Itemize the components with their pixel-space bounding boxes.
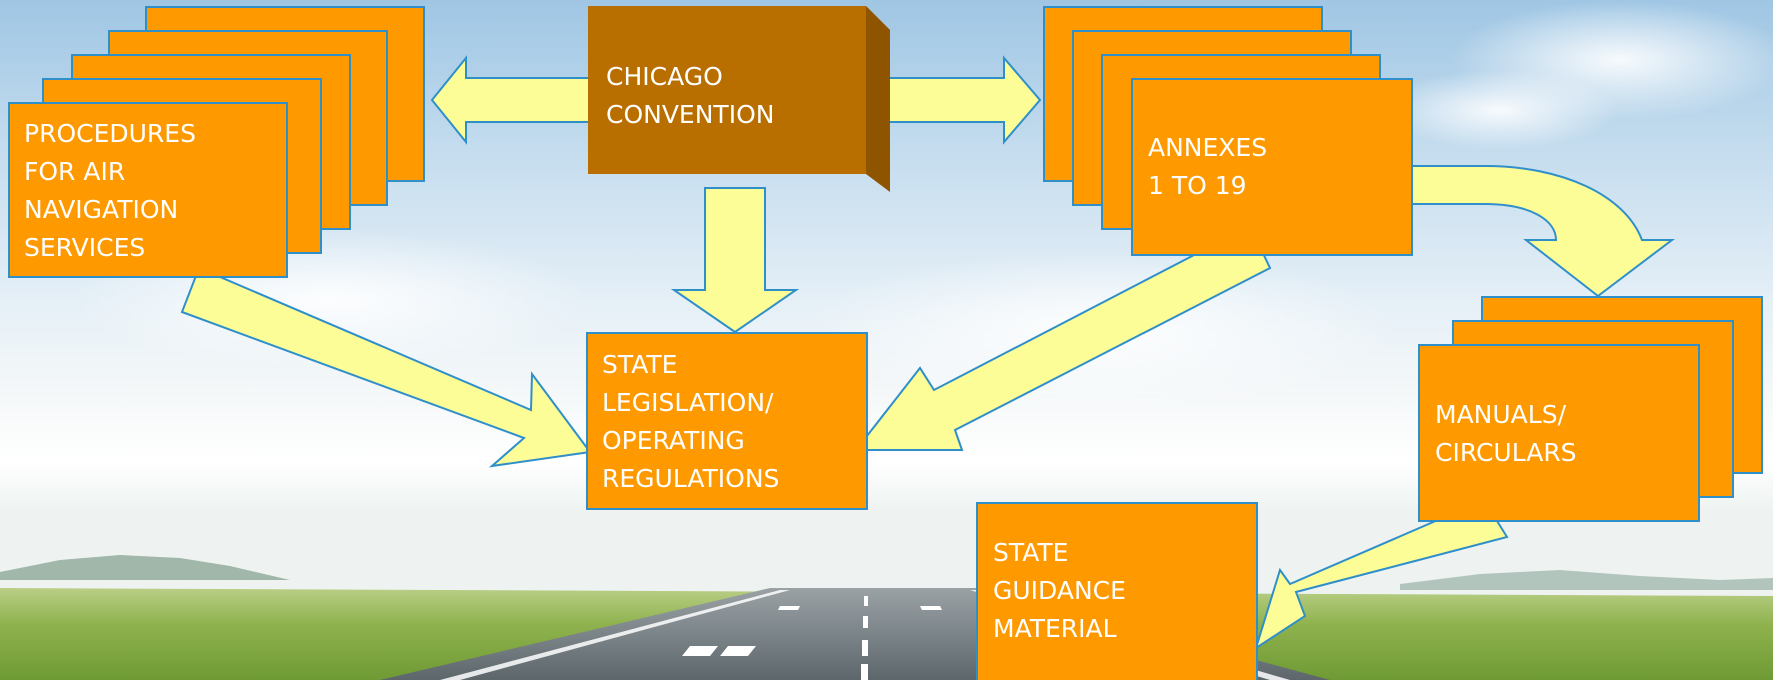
runway-threshold-mark — [920, 606, 942, 610]
arrow-annexes-to-manuals — [1409, 165, 1675, 298]
runway-threshold-mark — [778, 606, 800, 610]
chicago-convention-box — [588, 6, 890, 192]
state-legislation-box — [586, 332, 868, 510]
manuals-box — [1418, 344, 1700, 522]
annexes-label: ANNEXES 1 TO 19 — [1148, 133, 1268, 200]
runway-edge-line — [440, 590, 790, 680]
procedures-box — [8, 102, 288, 278]
cloud — [1380, 70, 1620, 150]
runway-centerline — [861, 664, 868, 680]
runway-threshold-mark — [682, 646, 718, 656]
manuals-label: MANUALS/ CIRCULARS — [1435, 400, 1577, 467]
cube-front-face — [588, 6, 866, 174]
arrow-manuals-to-guidance — [1254, 498, 1509, 651]
arrow-procedures-to-legislation — [180, 266, 592, 468]
runway-centerline — [864, 596, 868, 606]
procedures-label: PROCEDURES FOR AIR NAVIGATION SERVICES — [24, 119, 196, 262]
state-legislation-label: STATE LEGISLATION/ OPERATING REGULATIONS — [602, 350, 780, 493]
chicago-convention-label: CHICAGO CONVENTION — [606, 62, 775, 129]
arrow-convention-to-procedures — [430, 55, 594, 145]
state-guidance-label: STATE GUIDANCE MATERIAL — [993, 538, 1126, 643]
arrow-annexes-to-legislation — [853, 224, 1272, 451]
runway-centerline — [862, 640, 868, 656]
annexes-box — [1131, 78, 1413, 256]
state-guidance-box — [976, 502, 1258, 680]
hills-right — [1400, 570, 1773, 590]
runway-centerline — [863, 616, 868, 628]
hills-left — [0, 555, 290, 580]
runway-threshold-mark — [720, 646, 756, 656]
arrow-convention-to-legislation — [670, 187, 800, 334]
cube-side-face — [866, 6, 890, 192]
